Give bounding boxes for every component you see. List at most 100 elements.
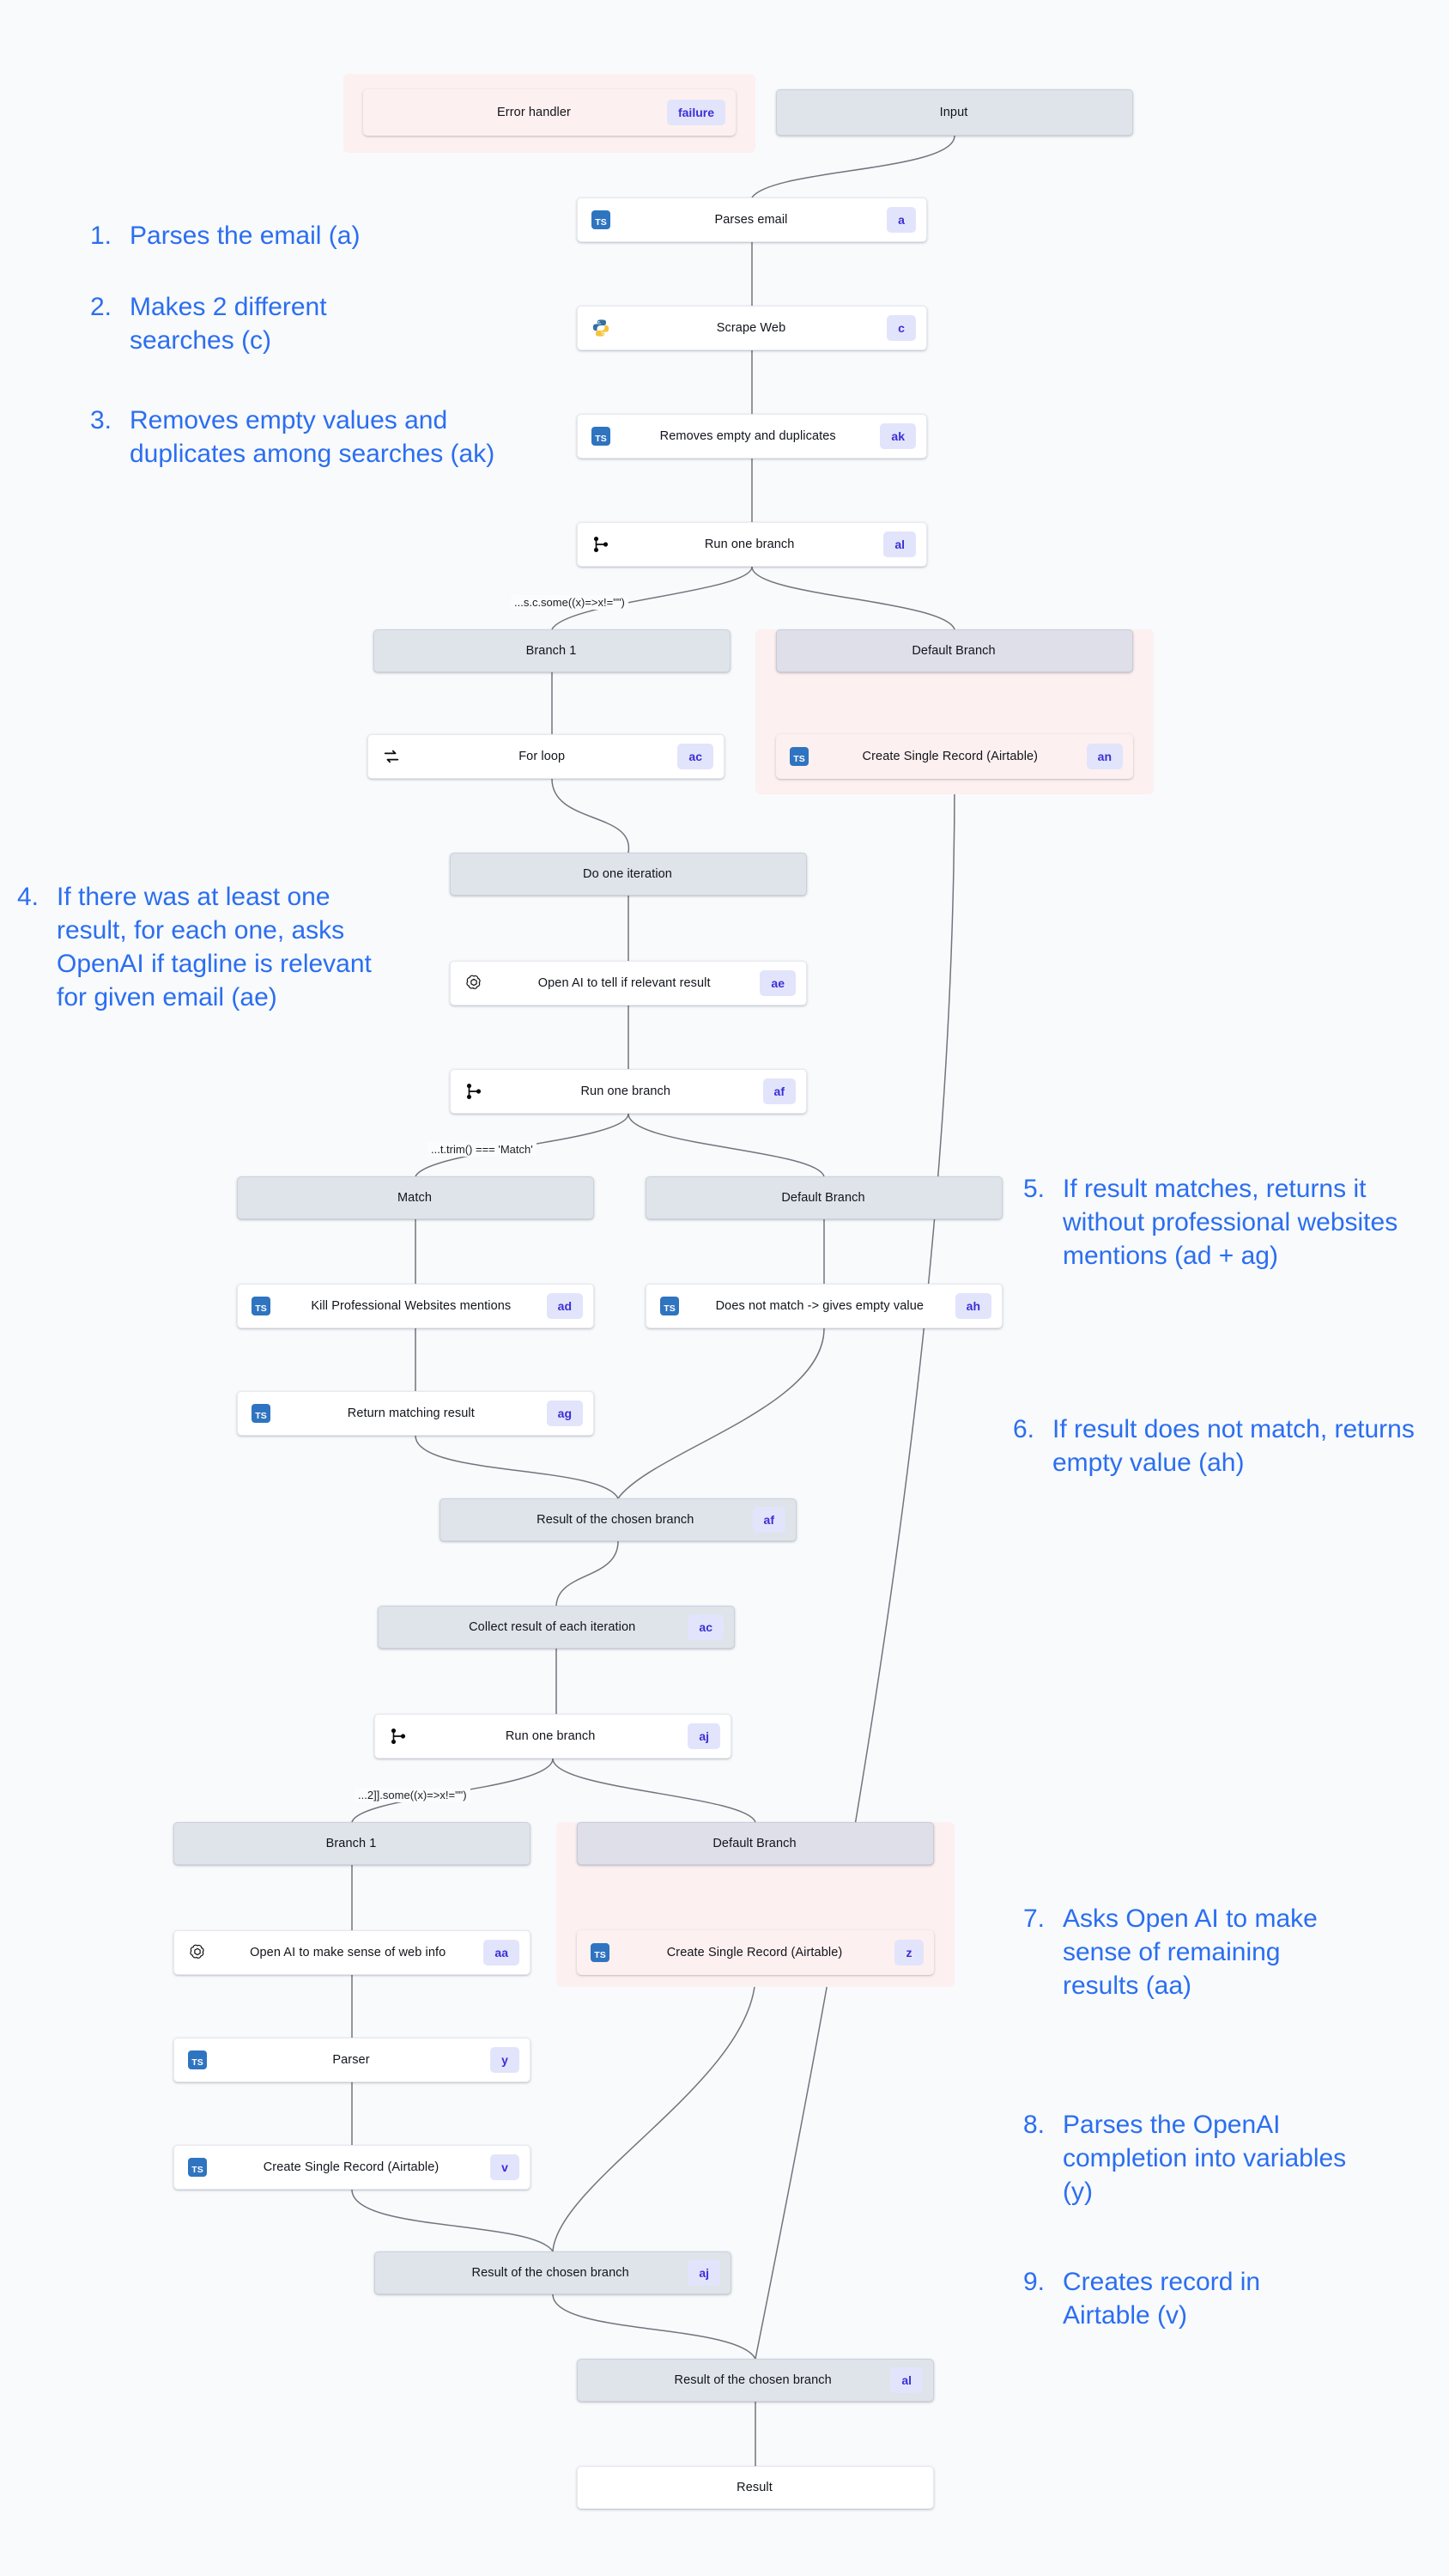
typescript-icon: TS <box>585 1943 615 1962</box>
edge-does-not-match-to-result-af <box>617 1327 825 1499</box>
annotation-text: If there was at least one result, for ea… <box>57 883 372 1012</box>
node-label: Create Single Record (Airtable) <box>263 2160 440 2174</box>
node-badge: y <box>490 2047 519 2073</box>
node-default-branch-top[interactable]: Default Branch <box>776 629 1133 672</box>
node-parses-email[interactable]: TS Parses email a <box>577 197 927 242</box>
node-badge: ac <box>688 1614 724 1640</box>
node-parser[interactable]: TS Parser y <box>173 2038 530 2082</box>
typescript-icon: TS <box>586 427 615 446</box>
annotation-text: Parses the email (a) <box>130 222 361 250</box>
annotation-number: 8. <box>1023 2111 1046 2139</box>
annotation-text: If result matches, returns it without pr… <box>1063 1175 1398 1270</box>
node-label: Create Single Record (Airtable) <box>666 1946 843 1959</box>
node-label: Result of the chosen branch <box>674 2373 832 2387</box>
annotation-text: Asks Open AI to make sense of remaining … <box>1063 1905 1318 2000</box>
node-match-branch[interactable]: Match <box>237 1176 594 1219</box>
annotation-item-right-3: 8.Parses the OpenAI completion into vari… <box>1023 2108 1367 2208</box>
annotation-item-left-3: 4. If there was at least one result, for … <box>17 880 399 1014</box>
node-scrape-web[interactable]: Scrape Web c <box>577 306 927 350</box>
node-badge: aj <box>688 1723 720 1749</box>
annotation-item-left-1: 2.Makes 2 different searches (c) <box>90 290 408 357</box>
node-badge: af <box>752 1507 785 1533</box>
branch-icon <box>459 1082 488 1101</box>
node-collect-result[interactable]: Collect result of each iteration ac <box>378 1606 735 1649</box>
node-label: Run one branch <box>580 1084 671 1098</box>
annotation-number: 9. <box>1023 2268 1046 2296</box>
edge-af-to-default-branch-mid <box>627 1113 825 1177</box>
node-result-chosen-af[interactable]: Result of the chosen branch af <box>440 1498 797 1541</box>
typescript-icon: TS <box>586 210 615 229</box>
node-label: Open AI to make sense of web info <box>250 1946 446 1959</box>
node-default-branch-bottom[interactable]: Default Branch <box>577 1822 934 1865</box>
node-label: Open AI to tell if relevant result <box>537 976 711 990</box>
node-label: Default Branch <box>781 1191 865 1205</box>
annotation-item-right-1: 6.If result does not match, returns empt… <box>1013 1413 1416 1479</box>
node-label: Branch 1 <box>525 644 577 658</box>
edge-condition-cond-al: ...s.c.some((x)=>x!="") <box>511 595 628 610</box>
node-badge: al <box>883 532 916 557</box>
node-badge: ak <box>880 423 916 449</box>
node-badge: aj <box>688 2260 720 2286</box>
branch-icon <box>384 1727 413 1746</box>
node-input[interactable]: Input <box>776 89 1133 136</box>
edge-al-to-default-branch-top <box>751 566 955 630</box>
edge-create-record-z-to-result-aj <box>552 1974 756 2252</box>
node-label: Default Branch <box>912 644 996 658</box>
annotation-item-right-4: 9. Creates record in Airtable (v) <box>1023 2265 1349 2332</box>
node-branch-1-bottom[interactable]: Branch 1 <box>173 1822 530 1865</box>
node-label: Scrape Web <box>716 321 786 335</box>
node-label: Collect result of each iteration <box>469 1620 636 1634</box>
annotation-text: If result does not match, returns empty … <box>1052 1415 1415 1477</box>
node-removes-empty[interactable]: TS Removes empty and duplicates ak <box>577 414 927 459</box>
annotation-item-right-2: 7. Asks Open AI to make sense of remainin… <box>1023 1902 1332 2002</box>
node-branch-1-top[interactable]: Branch 1 <box>373 629 731 672</box>
node-label: Match <box>397 1191 432 1205</box>
annotation-number: 7. <box>1023 1905 1046 1933</box>
node-label: Do one iteration <box>583 867 672 881</box>
node-badge: a <box>887 207 916 233</box>
node-badge: al <box>890 2367 923 2393</box>
node-label: Branch 1 <box>325 1837 377 1850</box>
node-label: Does not match -> gives empty value <box>715 1299 925 1313</box>
node-label: Parser <box>332 2053 370 2067</box>
node-label: For loop <box>518 750 566 763</box>
node-do-one-iteration[interactable]: Do one iteration <box>450 853 807 896</box>
node-badge: c <box>887 315 916 341</box>
node-default-branch-mid[interactable]: Default Branch <box>646 1176 1003 1219</box>
node-label: Error handler <box>497 106 571 119</box>
edge-result-af-to-collect <box>555 1540 619 1607</box>
edge-result-aj-to-result-al <box>552 2293 756 2360</box>
typescript-icon: TS <box>183 2050 212 2069</box>
node-label: Result of the chosen branch <box>537 1513 694 1527</box>
annotation-text: Creates record in Airtable (v) <box>1063 2268 1261 2330</box>
node-label: Default Branch <box>712 1837 797 1850</box>
edge-condition-cond-af: ...t.trim() === 'Match' <box>427 1142 537 1157</box>
typescript-icon: TS <box>655 1297 684 1315</box>
annotation-number: 1. <box>90 222 112 250</box>
annotation-number: 4. <box>17 883 39 911</box>
python-icon <box>586 319 615 337</box>
node-result-chosen-aj[interactable]: Result of the chosen branch aj <box>374 2251 731 2294</box>
node-label: Result of the chosen branch <box>471 2266 629 2280</box>
node-badge: failure <box>666 100 725 125</box>
node-label: Removes empty and duplicates <box>659 429 836 443</box>
node-badge: v <box>490 2154 519 2180</box>
edge-aj-to-default-branch-bottom <box>552 1758 756 1823</box>
node-result[interactable]: Result <box>577 2466 934 2509</box>
node-result-chosen-al[interactable]: Result of the chosen branch al <box>577 2359 934 2402</box>
node-error-handler[interactable]: Error handler failure <box>363 89 736 136</box>
annotation-number: 3. <box>90 406 112 434</box>
node-label: Parses email <box>714 213 788 227</box>
